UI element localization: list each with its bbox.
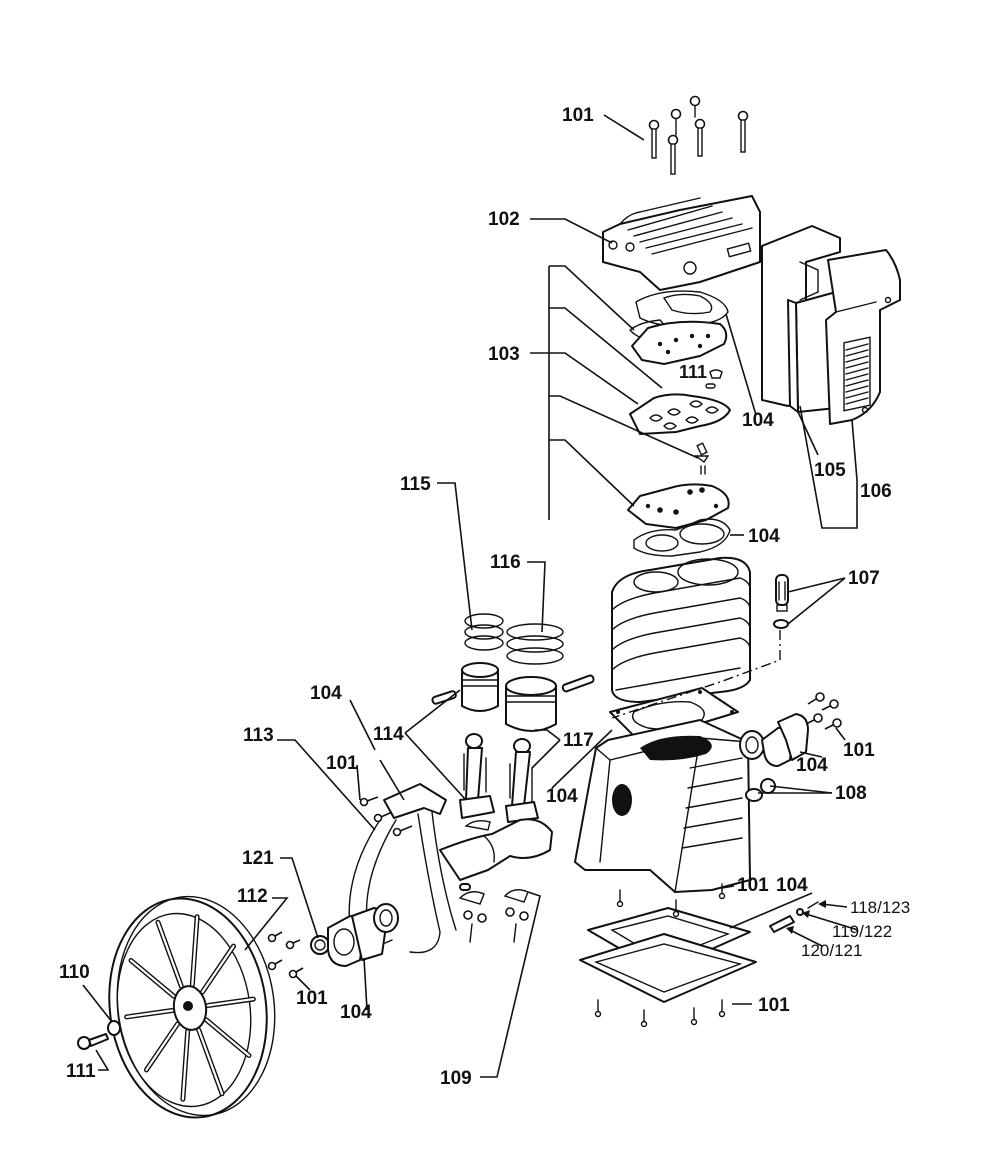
callout-104: 104: [796, 755, 828, 776]
drain-plug: [745, 778, 776, 802]
callout-117: 117: [563, 730, 594, 751]
flywheel: [108, 895, 276, 1119]
callout-106: 106: [860, 481, 892, 502]
callout-101: 101: [562, 105, 594, 126]
head-bolts: [648, 95, 749, 175]
valve-plate-upper: [631, 320, 728, 365]
cylinder-head: [602, 195, 761, 291]
bearing-cover-right: [739, 692, 842, 767]
callout-113: 113: [243, 725, 274, 746]
callout-110: 110: [59, 962, 90, 983]
callout-118-123: 118/123: [850, 898, 910, 917]
callout-115: 115: [400, 474, 431, 495]
callout-103: 103: [488, 344, 520, 365]
callout-104: 104: [546, 786, 578, 807]
flywheel-spoke: [156, 921, 183, 988]
flywheel-spoke: [197, 1028, 224, 1095]
valve-pin: [693, 442, 710, 475]
callout-114: 114: [373, 724, 404, 745]
piston-rings-large: [506, 623, 564, 665]
flywheel-spoke: [181, 1030, 189, 1101]
shroud-front: [825, 249, 901, 425]
callout-104: 104: [742, 410, 774, 431]
callout-101: 101: [843, 740, 875, 761]
callout-101: 101: [758, 995, 790, 1016]
piston-large: [505, 674, 595, 732]
callout-101: 101: [326, 753, 358, 774]
valve-retainer: [705, 369, 723, 389]
callout-120-121: 120/121: [801, 941, 862, 960]
connecting-rod-small: [459, 733, 495, 831]
flywheel-spoke: [129, 959, 175, 998]
breather: [611, 574, 789, 719]
callout-104: 104: [748, 526, 780, 547]
bearing-assembly-left: [267, 796, 413, 979]
callout-104: 104: [340, 1002, 372, 1023]
cylinder-block: [611, 556, 751, 703]
flywheel-spoke: [125, 1009, 174, 1019]
callout-111: 111: [679, 362, 707, 382]
callout-104: 104: [310, 683, 342, 704]
callout-107: 107: [848, 568, 880, 589]
callout-112: 112: [237, 886, 268, 907]
leader-lines: [82, 114, 859, 1078]
callout-102: 102: [488, 209, 520, 230]
callout-116: 116: [490, 552, 521, 573]
callout-104: 104: [776, 875, 808, 896]
flywheel-bolt: [77, 1033, 109, 1050]
flywheel-spoke: [145, 1022, 179, 1072]
flywheel-spoke: [206, 997, 255, 1007]
valve-plate-gasket: [633, 518, 731, 557]
callout-labels: 101 102 103 111 104 105 106 104 115 116 …: [59, 105, 910, 1089]
piston-rings-small: [464, 613, 504, 651]
connecting-rod-large: [505, 738, 539, 823]
flywheel-spoke: [191, 915, 199, 986]
callout-109: 109: [440, 1068, 472, 1089]
callout-105: 105: [814, 460, 846, 481]
flywheel-spoke: [205, 1018, 251, 1057]
intake-filter: [787, 291, 837, 413]
crankcase: [574, 719, 751, 893]
flywheel-spoke: [201, 944, 235, 994]
base-plate: [579, 883, 757, 1028]
callout-101: 101: [737, 875, 769, 896]
sight-tube-fittings: [769, 901, 819, 933]
crankshaft-frame: [348, 783, 553, 954]
flywheel-washer: [107, 1020, 121, 1036]
callout-111: 111: [66, 1061, 96, 1082]
reed-valve-plate: [629, 393, 731, 435]
callout-119-122: 119/122: [832, 922, 892, 941]
callout-101: 101: [296, 988, 328, 1009]
valve-plate-lower: [627, 483, 730, 529]
piston-small: [431, 662, 499, 712]
callout-108: 108: [835, 783, 867, 804]
callout-121: 121: [242, 848, 274, 869]
